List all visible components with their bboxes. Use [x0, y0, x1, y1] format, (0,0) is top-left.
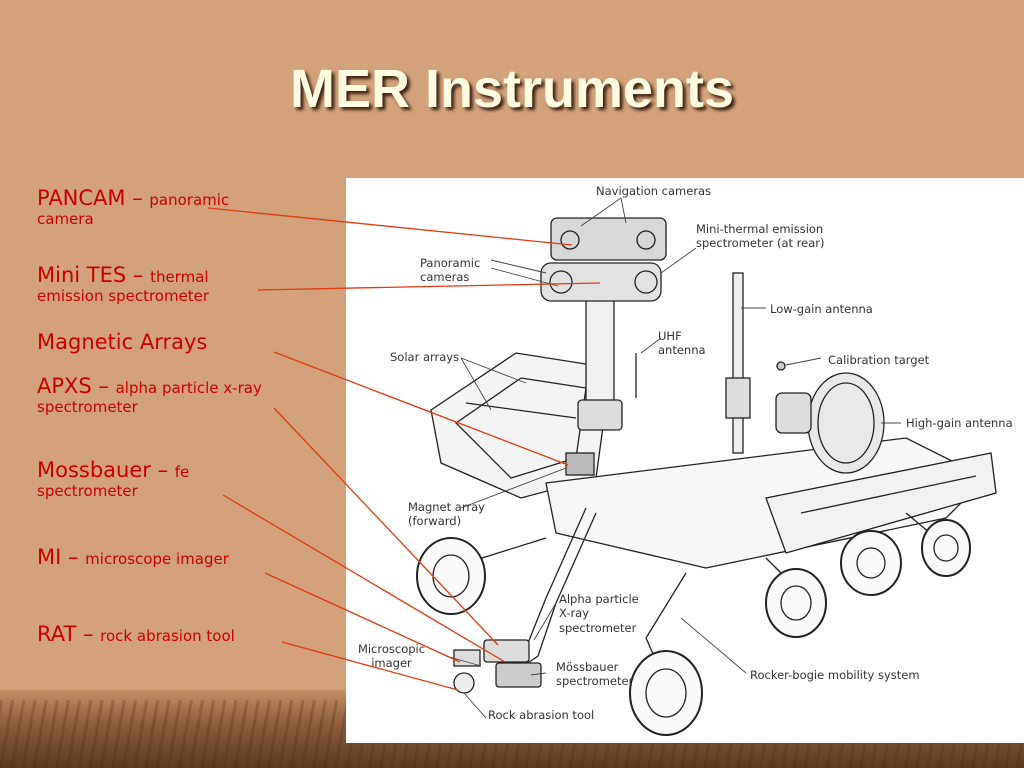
label-mini-tes: Mini TES – thermal emission spectrometer — [37, 263, 267, 306]
label-abbr: APXS — [37, 374, 92, 398]
label-desc: alpha particle x-ray spectrometer — [37, 379, 262, 417]
label-sep: – — [91, 374, 116, 398]
label-abbr: PANCAM — [37, 186, 126, 210]
label-desc: panoramic camera — [37, 191, 230, 229]
label-pancam: PANCAM – panoramic camera — [37, 186, 277, 229]
label-abbr: MI — [37, 545, 62, 569]
label-desc: fe spectrometer — [37, 463, 190, 501]
label-abbr: RAT — [37, 622, 77, 646]
label-sep: – — [150, 458, 175, 482]
callout-microscopic: Microscopic imager — [357, 642, 426, 671]
label-desc: microscope imager — [85, 550, 229, 568]
label-mi: MI – microscope imager — [37, 545, 317, 569]
label-desc: rock abrasion tool — [100, 627, 235, 645]
callout-low-gain: Low-gain antenna — [770, 302, 873, 316]
callout-calibration: Calibration target — [828, 353, 930, 367]
slide-title: MER Instruments — [289, 59, 735, 119]
callout-uhf: UHF antenna — [658, 329, 706, 358]
label-rat: RAT – rock abrasion tool — [37, 622, 327, 646]
callout-panoramic-cameras: Panoramic cameras — [420, 256, 481, 285]
callout-mossbauer: Mössbauer spectrometer — [556, 660, 634, 689]
label-sep: – — [126, 263, 151, 287]
label-sep: – — [125, 186, 150, 210]
label-sep: – — [61, 545, 86, 569]
callout-rocker-bogie: Rocker-bogie mobility system — [750, 668, 920, 682]
label-abbr: Mini TES — [37, 263, 127, 287]
callout-high-gain: High-gain antenna — [906, 416, 1013, 430]
callout-solar-arrays: Solar arrays — [390, 350, 460, 364]
label-apxs: APXS – alpha particle x-ray spectrometer — [37, 374, 277, 417]
label-abbr: Mossbauer — [37, 458, 151, 482]
label-sep: – — [76, 622, 101, 646]
label-abbr: Magnetic Arrays — [37, 330, 208, 354]
rover-diagram: Navigation cameras Mini-thermal emission… — [346, 178, 1024, 743]
callout-rat: Rock abrasion tool — [488, 708, 595, 722]
callout-navigation-cameras: Navigation cameras — [596, 184, 712, 198]
callout-alpha: Alpha particle X-ray spectrometer — [559, 592, 639, 635]
callout-magnet-array: Magnet array (forward) — [408, 500, 485, 529]
label-magnetic-arrays: Magnetic Arrays — [37, 330, 297, 354]
callout-mini-thermal: Mini-thermal emission spectrometer (at r… — [696, 222, 825, 251]
label-mossbauer: Mossbauer – fe spectrometer — [37, 458, 237, 501]
label-desc: thermal emission spectrometer — [37, 268, 210, 306]
